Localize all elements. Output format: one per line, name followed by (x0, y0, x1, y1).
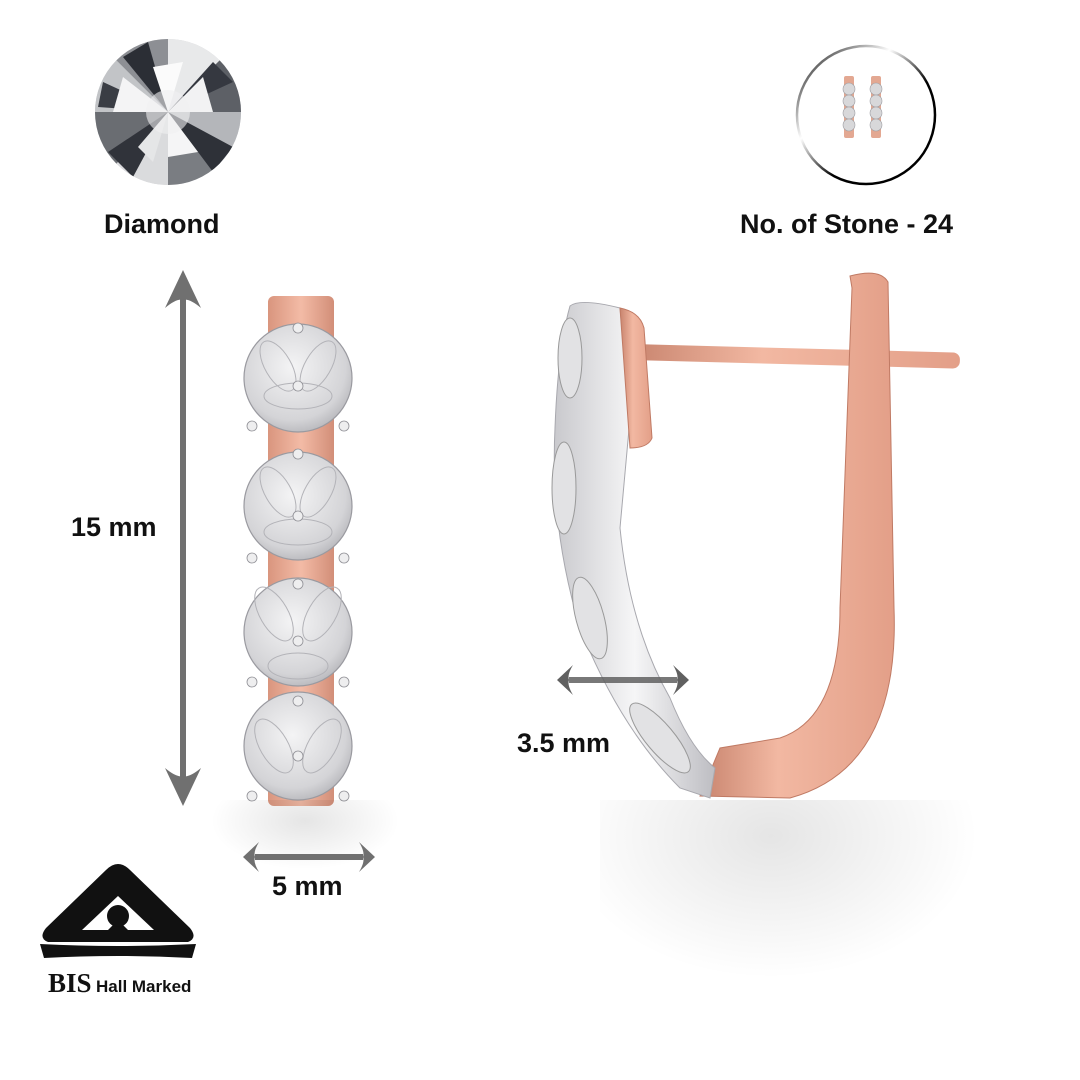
height-arrow-icon (163, 268, 203, 808)
width-arrow-icon (241, 840, 377, 874)
earring-thumbnail-icon[interactable] (795, 44, 937, 186)
earring-front-view (238, 296, 358, 816)
thickness-label: 3.5 mm (517, 728, 611, 758)
stone-count-label: No. of Stone - 24 (740, 209, 954, 239)
shadow (600, 800, 980, 980)
stone-type-label: Diamond (104, 209, 220, 239)
bis-logo-icon (38, 862, 198, 972)
bis-text: BIS (48, 968, 92, 998)
height-label: 15 mm (71, 512, 157, 542)
thickness-arrow-icon (555, 663, 691, 697)
hallmark-text: BIS Hall Marked (48, 968, 191, 999)
hallmark-label: Hall Marked (96, 977, 192, 996)
diamond-icon (93, 37, 243, 187)
earring-side-view (540, 268, 970, 808)
width-label: 5 mm (272, 871, 343, 901)
